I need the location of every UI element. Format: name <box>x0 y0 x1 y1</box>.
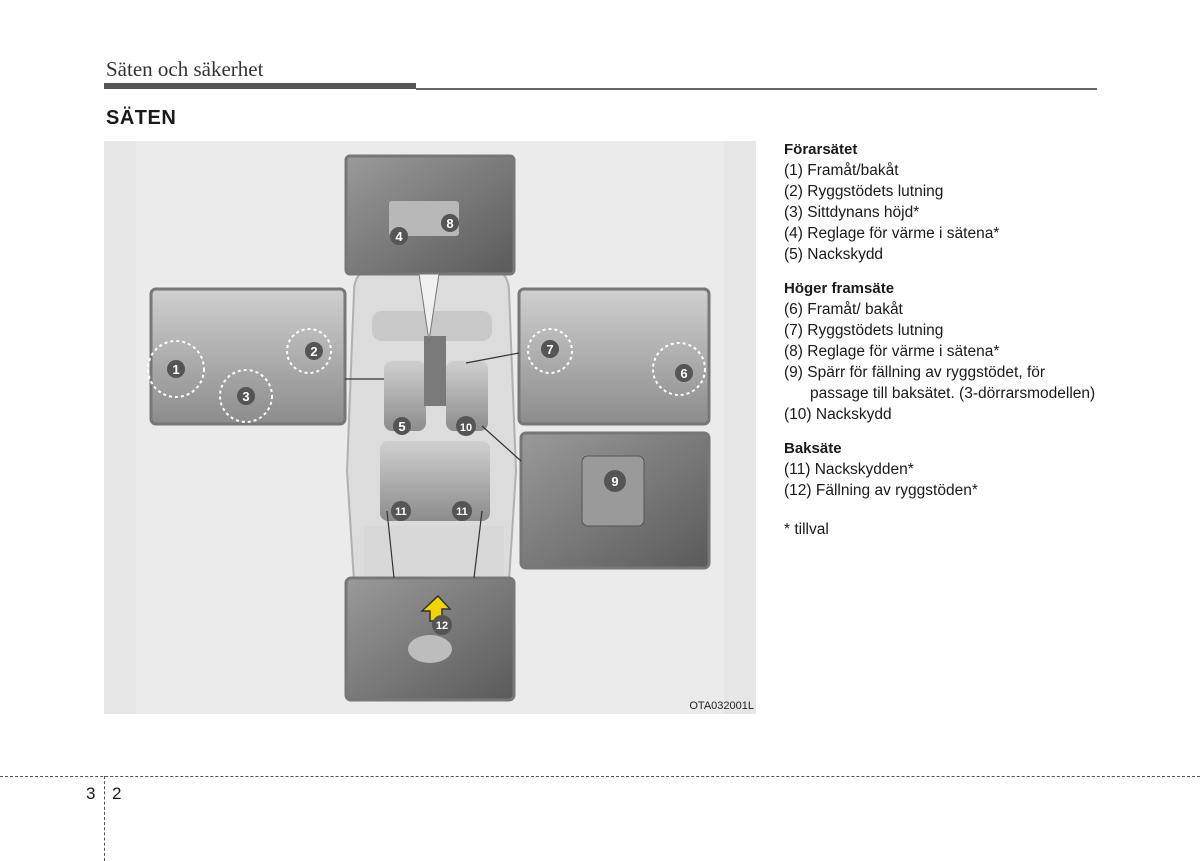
callout-10: 10 <box>456 416 476 436</box>
page-number: 2 <box>112 784 122 803</box>
callout-3: 3 <box>237 387 255 405</box>
seat-diagram: 1 2 3 4 5 6 7 8 9 10 11 11 12 <box>136 141 724 714</box>
group-title: Förarsätet <box>784 141 858 158</box>
section-title: SÄTEN <box>106 107 177 129</box>
header-rule-thin <box>416 88 1097 90</box>
svg-text:10: 10 <box>460 422 472 434</box>
chapter-number: 3 <box>86 784 96 803</box>
callout-5: 5 <box>393 417 411 435</box>
legend-item: (12) Fällning av ryggstöden* <box>784 482 978 499</box>
legend-column: Förarsätet (1) Framåt/bakåt (2) Ryggstöd… <box>784 139 1097 540</box>
legend-item: (8) Reglage för värme i sätena* <box>784 343 1000 360</box>
svg-text:1: 1 <box>172 362 179 377</box>
legend-item-9: (9) Spärr för fällning av ryggstödet, fö… <box>784 362 1097 404</box>
callout-9: 9 <box>604 470 626 492</box>
callout-4: 4 <box>390 227 408 245</box>
svg-text:2: 2 <box>310 344 317 359</box>
svg-text:3: 3 <box>242 389 249 404</box>
callout-7: 7 <box>541 340 559 358</box>
legend-item: (11) Nackskydden* <box>784 461 914 478</box>
group-title: Höger framsäte <box>784 280 895 297</box>
group-title: Baksäte <box>784 440 842 457</box>
header-rule-dark <box>104 83 416 89</box>
legend-item: (3) Sittdynans höjd* <box>784 204 920 221</box>
legend-item: (2) Ryggstödets lutning <box>784 183 944 200</box>
seat-illustration: 1 2 3 4 5 6 7 8 9 10 11 11 12 OTA032001L <box>104 141 756 714</box>
callout-11a: 11 <box>391 501 411 521</box>
footer-divider <box>104 776 105 861</box>
group-front-passenger-seat: Höger framsäte (6) Framåt/ bakåt (7) Ryg… <box>784 278 1097 425</box>
legend-item-9-cont: passage till baksätet. (3-dörrarsmodelle… <box>810 385 1096 402</box>
svg-text:11: 11 <box>456 506 468 518</box>
svg-text:12: 12 <box>436 620 448 632</box>
callout-6: 6 <box>675 364 693 382</box>
callout-1: 1 <box>167 360 185 378</box>
legend-item: (7) Ryggstödets lutning <box>784 322 944 339</box>
figure-code: OTA032001L <box>689 700 754 712</box>
legend-item: (4) Reglage för värme i sätena* <box>784 225 1000 242</box>
group-driver-seat: Förarsätet (1) Framåt/bakåt (2) Ryggstöd… <box>784 139 1097 265</box>
svg-text:11: 11 <box>395 506 407 518</box>
chapter-title: Säten och säkerhet <box>106 57 264 81</box>
svg-text:7: 7 <box>546 342 553 357</box>
callout-8: 8 <box>441 214 459 232</box>
svg-text:5: 5 <box>398 419 405 434</box>
callout-2: 2 <box>305 342 323 360</box>
footnote: * tillval <box>784 521 829 538</box>
footer-rule <box>0 776 1200 777</box>
svg-text:8: 8 <box>446 216 453 231</box>
group-rear-seat: Baksäte (11) Nackskydden* (12) Fällning … <box>784 438 1097 501</box>
legend-item: (1) Framåt/bakåt <box>784 162 899 179</box>
legend-item: (5) Nackskydd <box>784 246 884 263</box>
legend-item: (6) Framåt/ bakåt <box>784 301 903 318</box>
callout-11b: 11 <box>452 501 472 521</box>
svg-text:6: 6 <box>680 366 687 381</box>
legend-item-9-first: (9) Spärr för fällning av ryggstödet, fö… <box>784 364 1046 381</box>
legend-item: (10) Nackskydd <box>784 406 892 423</box>
callout-12: 12 <box>432 615 452 635</box>
svg-text:9: 9 <box>611 474 618 489</box>
svg-text:4: 4 <box>395 229 403 244</box>
